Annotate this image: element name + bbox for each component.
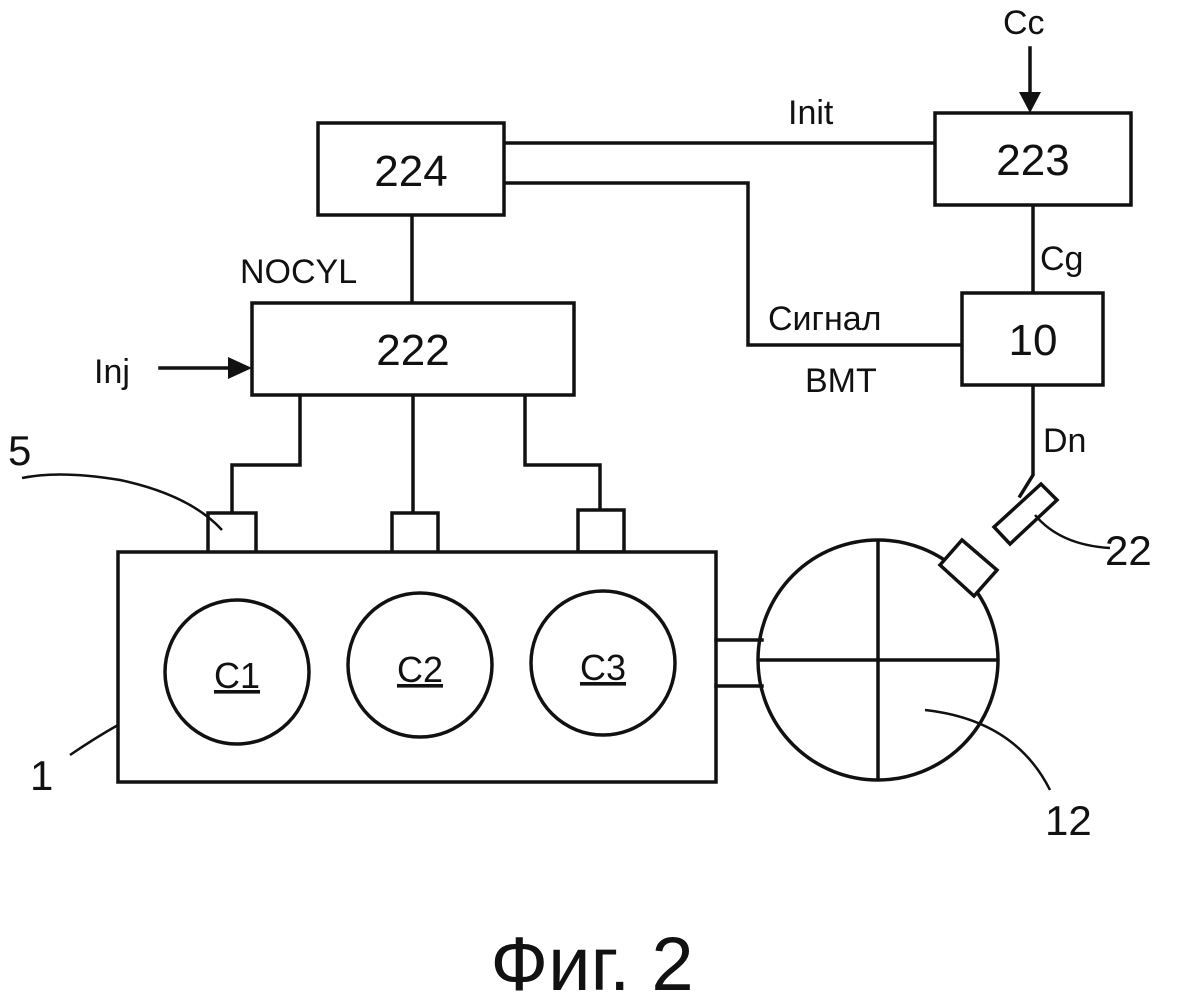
injector-3 bbox=[576, 508, 626, 554]
bmt-signal-line bbox=[503, 181, 964, 347]
signal-cg: Cg bbox=[1040, 240, 1083, 278]
block-224-label: 224 bbox=[374, 147, 447, 196]
signal-bmt-line2: BMT bbox=[805, 362, 877, 400]
ref-injector: 5 bbox=[8, 427, 31, 474]
signal-nocyl: NOCYL bbox=[240, 253, 357, 291]
ref-engine: 1 bbox=[30, 752, 53, 799]
figure-caption: Фиг. 2 bbox=[490, 922, 693, 1001]
cylinder-c2-label: C2 bbox=[397, 649, 443, 690]
cc-arrowhead bbox=[1019, 92, 1041, 113]
signal-bmt-line1: Сигнал bbox=[768, 300, 881, 338]
sensor-22 bbox=[991, 481, 1060, 547]
cylinder-c1 bbox=[163, 598, 311, 746]
injector-line-3 bbox=[523, 393, 602, 512]
signal-inj: Inj bbox=[94, 353, 130, 391]
signal-dn: Dn bbox=[1043, 422, 1086, 460]
signal-init: Init bbox=[788, 94, 834, 132]
block-222 bbox=[250, 301, 576, 397]
engine-block bbox=[116, 550, 718, 784]
inj-arrowhead bbox=[228, 357, 252, 379]
leader-1 bbox=[69, 723, 119, 757]
injector-1 bbox=[206, 511, 258, 555]
block-10 bbox=[960, 291, 1105, 387]
leader-22 bbox=[1034, 514, 1111, 550]
dn-line bbox=[1017, 383, 1035, 499]
ref-wheel: 12 bbox=[1045, 797, 1092, 844]
injector-line-1 bbox=[230, 393, 302, 517]
ref-sensor: 22 bbox=[1105, 527, 1152, 574]
leader-5 bbox=[21, 473, 223, 531]
injector-2 bbox=[390, 511, 440, 555]
leader-12 bbox=[924, 708, 1052, 791]
flywheel bbox=[756, 538, 1000, 782]
block-223-label: 223 bbox=[996, 136, 1069, 185]
cylinder-c3-label: C3 bbox=[580, 647, 626, 688]
block-223 bbox=[933, 111, 1133, 207]
block-222-label: 222 bbox=[376, 326, 449, 375]
cylinder-c1-label: C1 bbox=[214, 655, 260, 696]
block-224 bbox=[316, 121, 506, 217]
cylinder-c2 bbox=[346, 591, 494, 739]
wheel-tooth bbox=[937, 537, 1000, 599]
cylinder-c3 bbox=[529, 589, 677, 737]
signal-cc: Cc bbox=[1003, 4, 1045, 42]
block-10-label: 10 bbox=[1009, 316, 1058, 365]
